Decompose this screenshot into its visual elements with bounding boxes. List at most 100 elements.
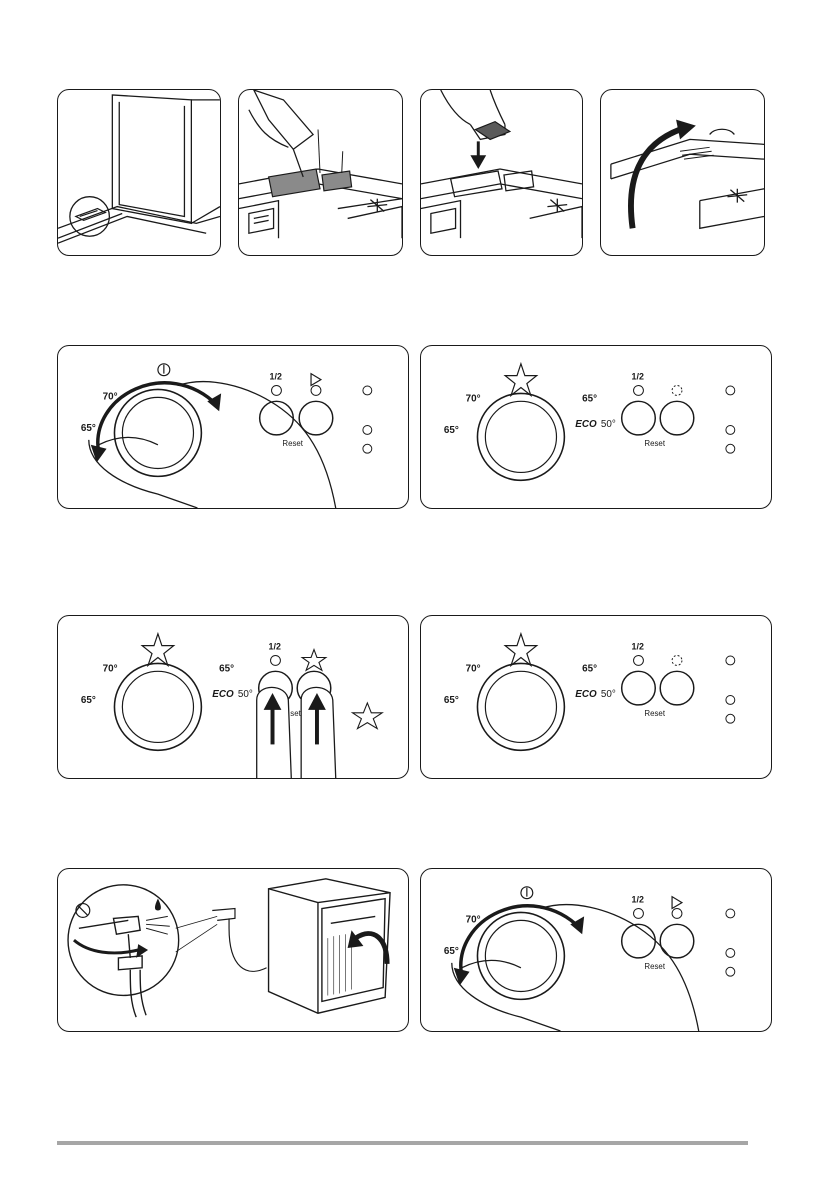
temp-50-label: 50° bbox=[601, 419, 616, 430]
programme-dial[interactable] bbox=[477, 912, 564, 999]
salt-indicator bbox=[363, 386, 372, 395]
on-off-symbol-icon bbox=[521, 887, 533, 899]
temp-70-label: 70° bbox=[466, 663, 481, 674]
eco-label: ECO bbox=[575, 689, 597, 700]
tablet-insert-illustration bbox=[421, 90, 582, 255]
panel-fill-detergent bbox=[238, 89, 403, 256]
footer-rule bbox=[57, 1141, 748, 1145]
on-off-glow-icon bbox=[505, 364, 537, 396]
half-load-button[interactable] bbox=[622, 924, 656, 958]
salt-container-icon bbox=[76, 209, 106, 221]
reset-label: Reset bbox=[282, 439, 303, 448]
tap-detail-circle bbox=[68, 885, 179, 996]
panel-insert-tablet bbox=[420, 89, 583, 256]
salt-indicator bbox=[726, 386, 735, 395]
rinse-aid-indicator bbox=[726, 696, 735, 705]
half-load-indicator bbox=[634, 656, 644, 666]
temp-65-right-label: 65° bbox=[582, 663, 597, 674]
start-symbol-icon bbox=[672, 897, 682, 909]
half-load-label: 1/2 bbox=[270, 372, 282, 382]
start-button[interactable] bbox=[660, 401, 694, 435]
control-panel-programme: 70° 65° 65° ECO 50° 1/2 Reset bbox=[421, 346, 771, 508]
panel-reset-complete: 70° 65° 65° ECO 50° 1/2 Reset bbox=[420, 615, 772, 779]
half-load-label: 1/2 bbox=[632, 642, 644, 652]
water-tap-dishwasher-illustration bbox=[58, 869, 408, 1031]
small-tap-icon bbox=[212, 909, 266, 972]
half-load-label: 1/2 bbox=[632, 372, 644, 382]
half-load-button[interactable] bbox=[622, 671, 656, 705]
start-button[interactable] bbox=[660, 671, 694, 705]
half-load-button[interactable] bbox=[622, 401, 656, 435]
start-symbol-icon bbox=[311, 374, 321, 386]
half-load-label: 1/2 bbox=[269, 642, 281, 652]
on-off-glow-icon bbox=[505, 634, 537, 666]
programme-dial[interactable] bbox=[477, 663, 564, 750]
programme-dial[interactable] bbox=[114, 389, 201, 476]
end-indicator bbox=[726, 714, 735, 723]
panel-press-reset: 70° 65° 65° ECO 50° 1/2 set bbox=[57, 615, 409, 779]
curved-arrow-icon bbox=[631, 120, 696, 229]
detergent-compartment-main bbox=[269, 169, 320, 197]
rinse-aid-indicator bbox=[726, 426, 735, 435]
panel-close-lid bbox=[600, 89, 765, 256]
control-panel-turn-dial: 70° 65° 1/2 Reset bbox=[58, 346, 408, 508]
rinse-aid-indicator bbox=[363, 426, 372, 435]
panel-open-tap-close-door bbox=[57, 868, 409, 1032]
end-indicator bbox=[726, 967, 735, 976]
half-load-indicator bbox=[634, 386, 644, 396]
panel-turn-dial-on: 70° 65° 1/2 Reset bbox=[57, 345, 409, 509]
temp-50-label: 50° bbox=[601, 689, 616, 700]
open-dishwasher-illustration bbox=[58, 90, 220, 255]
reset-label: Reset bbox=[644, 962, 665, 971]
start-button[interactable] bbox=[660, 924, 694, 958]
detergent-filling-illustration bbox=[239, 90, 402, 255]
reset-label: Reset bbox=[644, 709, 665, 718]
half-load-button[interactable] bbox=[260, 401, 294, 435]
panel-turn-dial-off: 70° 65° 1/2 Reset bbox=[420, 868, 772, 1032]
temp-70-label: 70° bbox=[103, 663, 118, 674]
on-off-symbol-icon bbox=[158, 364, 170, 376]
water-spray-icon bbox=[146, 916, 170, 934]
temp-65-right-label: 65° bbox=[582, 393, 597, 404]
arrow-up-icon bbox=[264, 693, 326, 744]
control-panel-reset: 70° 65° 65° ECO 50° 1/2 Reset bbox=[421, 616, 771, 778]
temp-65-left-label: 65° bbox=[444, 425, 459, 436]
half-load-label: 1/2 bbox=[632, 895, 644, 905]
water-tap-icon bbox=[79, 916, 146, 1017]
temp-65-right-label: 65° bbox=[219, 663, 234, 674]
dishwasher-icon bbox=[269, 879, 391, 1013]
panel-open-door-salt-container bbox=[57, 89, 221, 256]
programme-dial[interactable] bbox=[477, 393, 564, 480]
rinse-aid-indicator bbox=[726, 949, 735, 958]
end-indicator bbox=[726, 444, 735, 453]
temp-65-label: 65° bbox=[81, 423, 96, 434]
arrow-down-icon bbox=[470, 141, 486, 169]
salt-indicator bbox=[726, 656, 735, 665]
reset-label: Reset bbox=[644, 439, 665, 448]
hand-holding-box-icon bbox=[249, 90, 313, 177]
half-load-indicator bbox=[272, 386, 282, 396]
salt-indicator bbox=[726, 909, 735, 918]
start-indicator-flashing bbox=[672, 656, 682, 666]
rinse-aid-symbol-icon bbox=[727, 189, 747, 203]
start-indicator bbox=[672, 909, 682, 919]
end-indicator-glow-icon bbox=[353, 703, 383, 729]
temp-65-label: 65° bbox=[444, 946, 459, 957]
half-load-indicator bbox=[634, 909, 644, 919]
water-drop-icon bbox=[155, 899, 161, 911]
close-lid-illustration bbox=[601, 90, 764, 255]
temp-65-left-label: 65° bbox=[81, 695, 96, 706]
half-load-indicator bbox=[271, 656, 281, 666]
eco-label: ECO bbox=[212, 689, 234, 700]
end-indicator bbox=[363, 444, 372, 453]
temp-70-label: 70° bbox=[466, 393, 481, 404]
control-panel-press-buttons: 70° 65° 65° ECO 50° 1/2 set bbox=[58, 616, 408, 778]
control-panel-turn-dial: 70° 65° 1/2 Reset bbox=[421, 869, 771, 1031]
programme-dial[interactable] bbox=[114, 663, 201, 750]
temp-50-label: 50° bbox=[238, 689, 253, 700]
no-tap-icon bbox=[76, 904, 90, 918]
temp-65-left-label: 65° bbox=[444, 695, 459, 706]
on-off-glow-icon bbox=[142, 634, 174, 666]
panel-programme-selected: 70° 65° 65° ECO 50° 1/2 Reset bbox=[420, 345, 772, 509]
start-indicator bbox=[311, 386, 321, 396]
